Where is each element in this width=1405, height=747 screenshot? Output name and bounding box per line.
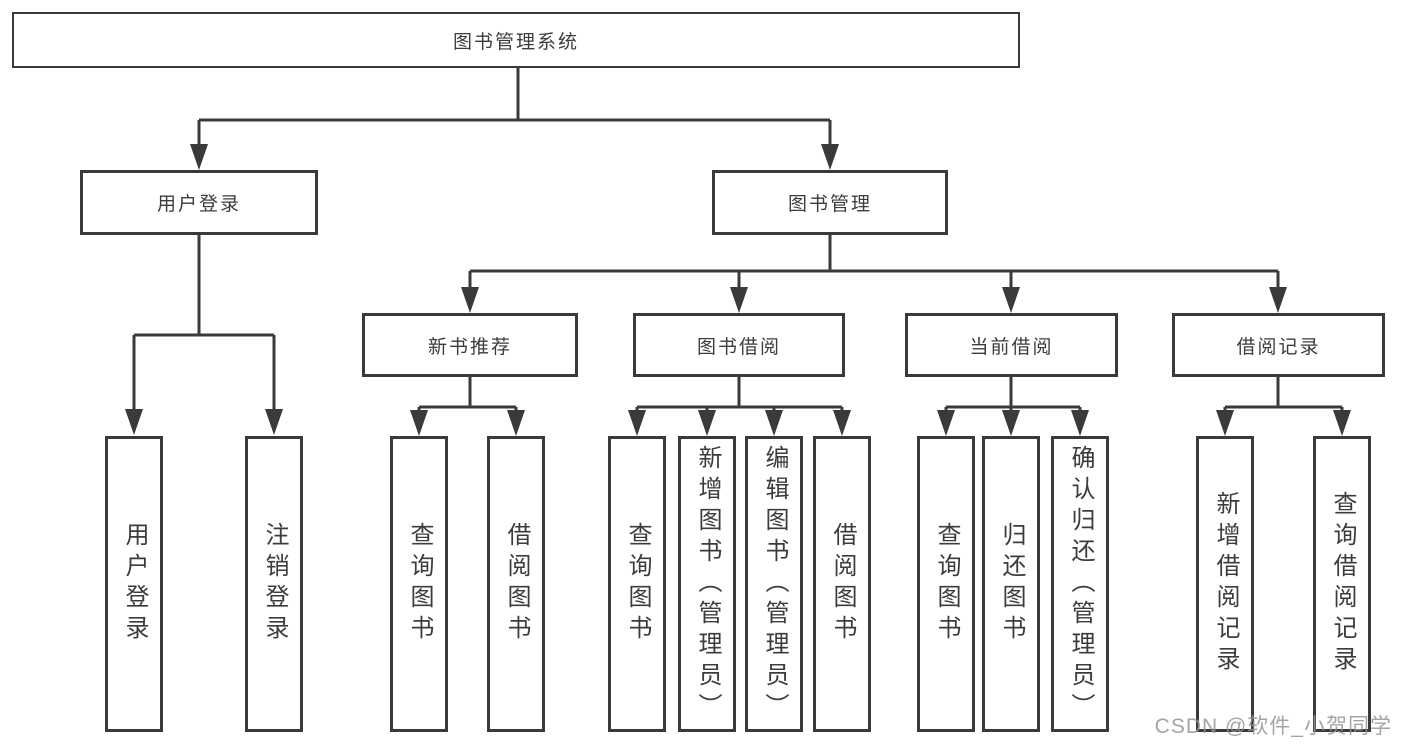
leaf-label: 借阅图书 [829, 522, 856, 646]
arrow-down-icon [628, 410, 646, 436]
connector-borrow-records-to-leaves [1223, 377, 1344, 413]
leaf-edit-book-admin: 编辑图书（管理员） [745, 436, 803, 732]
leaf-label: 编辑图书（管理员） [761, 444, 788, 724]
leaf-borrow-books: 借阅图书 [813, 436, 871, 732]
connector-book-management-to-level3 [468, 235, 1280, 289]
node-borrow-records: 借阅记录 [1172, 313, 1385, 377]
arrow-down-icon [1071, 410, 1089, 436]
node-new-book-recommend: 新书推荐 [362, 313, 578, 377]
connector-current-borrow-to-leaves [944, 377, 1082, 413]
arrowheads [125, 144, 1351, 436]
node-root: 图书管理系统 [12, 12, 1020, 68]
leaf-add-borrow-record: 新增借阅记录 [1196, 436, 1254, 732]
leaf-user-login: 用户登录 [105, 436, 163, 732]
leaf-return-book: 归还图书 [982, 436, 1040, 732]
leaf-query-books-current: 查询图书 [917, 436, 975, 732]
leaf-confirm-return-admin: 确认归还（管理员） [1051, 436, 1109, 732]
node-book-management: 图书管理 [712, 170, 948, 235]
leaf-label: 用户登录 [121, 522, 148, 646]
connector-book-borrow-to-leaves [635, 377, 844, 413]
node-current-borrow: 当前借阅 [905, 313, 1118, 377]
csdn-watermark: CSDN @软件_小贺同学 [1154, 715, 1392, 738]
arrow-down-icon [461, 287, 479, 313]
arrow-down-icon [1002, 287, 1020, 313]
leaf-borrow-books-recommend: 借阅图书 [487, 436, 545, 732]
arrow-down-icon [190, 144, 208, 170]
node-user-login: 用户登录 [80, 170, 318, 235]
arrow-down-icon [410, 410, 428, 436]
leaf-logout: 注销登录 [245, 436, 303, 732]
arrow-down-icon [265, 409, 283, 435]
arrow-down-icon [937, 410, 955, 436]
leaf-label: 新增借阅记录 [1212, 491, 1239, 677]
arrow-down-icon [765, 410, 783, 436]
connector-new-book-to-leaves [417, 377, 518, 413]
arrow-down-icon [833, 410, 851, 436]
arrow-down-icon [507, 410, 525, 436]
leaf-label: 借阅图书 [503, 522, 530, 646]
leaf-label: 注销登录 [261, 522, 288, 646]
connector-user-login-to-leaves [132, 235, 276, 412]
leaf-query-books-recommend: 查询图书 [390, 436, 448, 732]
connector-root-to-level2 [197, 68, 832, 146]
arrow-down-icon [698, 410, 716, 436]
arrow-down-icon [1333, 410, 1351, 436]
arrow-down-icon [1216, 410, 1234, 436]
leaf-query-books-borrow: 查询图书 [608, 436, 666, 732]
arrow-down-icon [821, 144, 839, 170]
arrow-down-icon [1269, 287, 1287, 313]
arrow-down-icon [1002, 410, 1020, 436]
arrow-down-icon [125, 409, 143, 435]
node-book-borrow: 图书借阅 [633, 313, 845, 377]
leaf-label: 确认归还（管理员） [1067, 444, 1094, 724]
leaf-query-borrow-record: 查询借阅记录 [1313, 436, 1371, 732]
leaf-label: 归还图书 [998, 522, 1025, 646]
leaf-add-book-admin: 新增图书（管理员） [678, 436, 736, 732]
arrow-down-icon [730, 287, 748, 313]
leaf-label: 查询图书 [933, 522, 960, 646]
leaf-label: 查询图书 [406, 522, 433, 646]
leaf-label: 查询借阅记录 [1329, 491, 1356, 677]
leaf-label: 查询图书 [624, 522, 651, 646]
leaf-label: 新增图书（管理员） [694, 444, 721, 724]
